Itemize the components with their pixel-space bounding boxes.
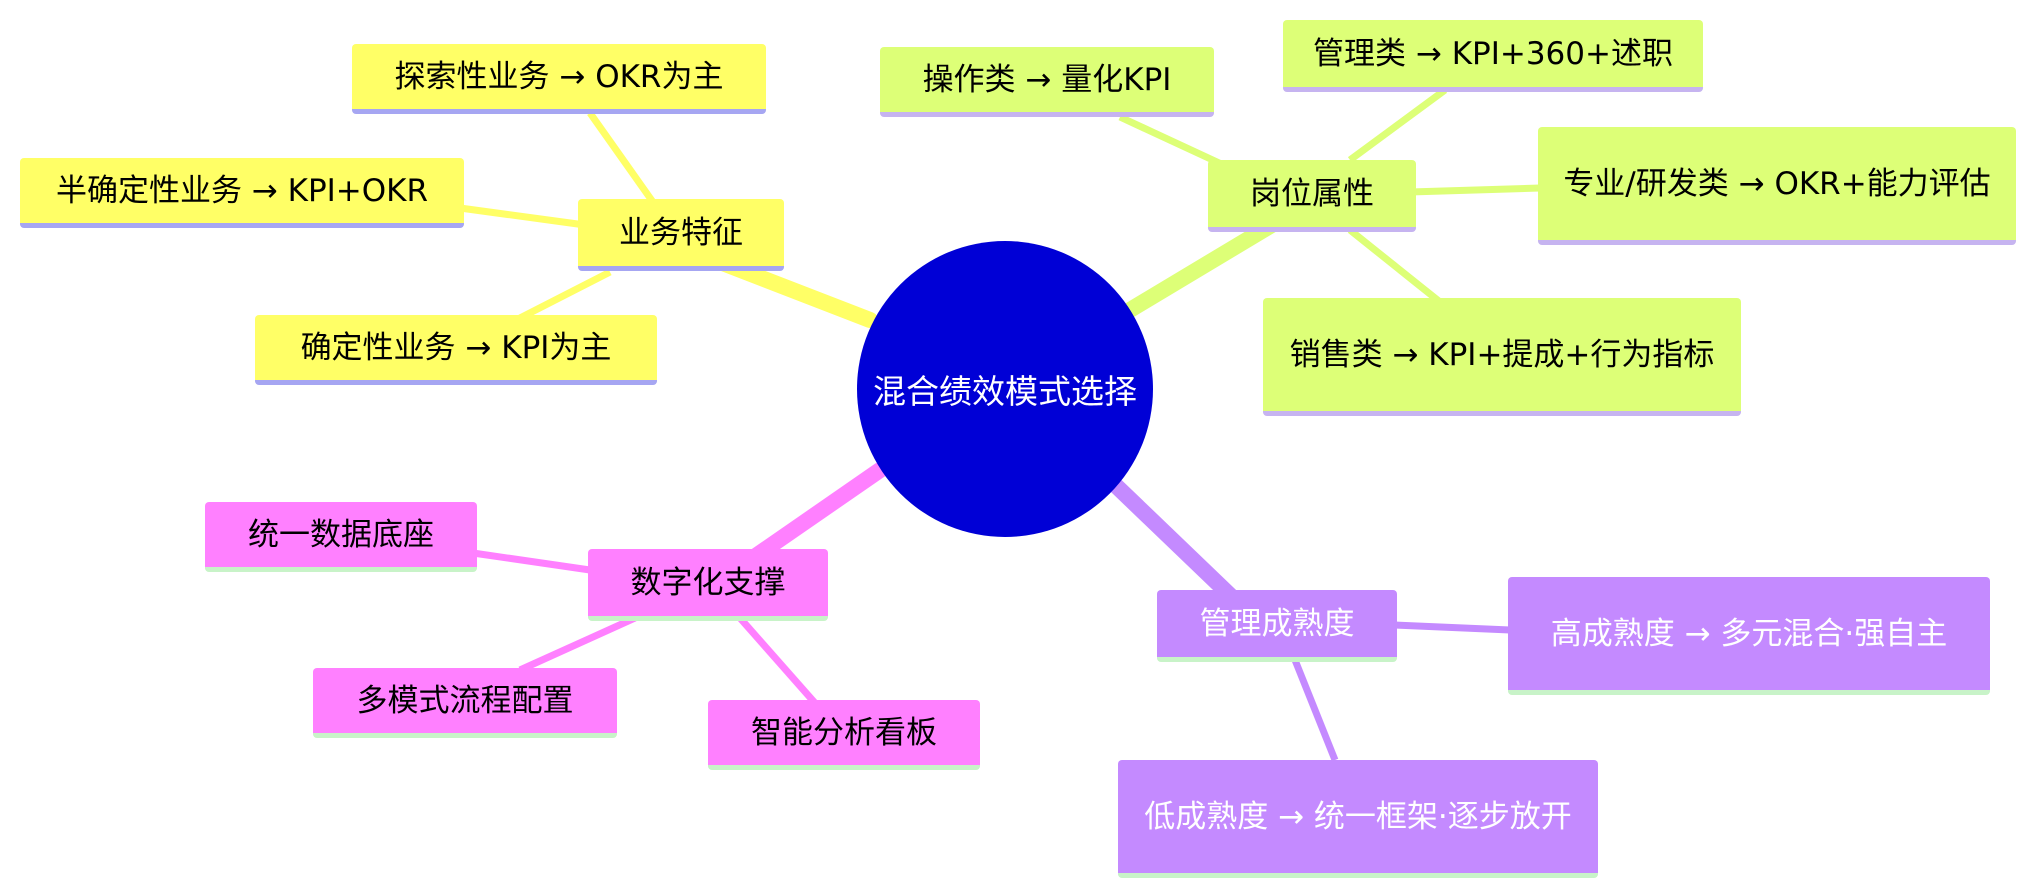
branch-position-attributes: 岗位属性 <box>1208 160 1416 232</box>
edge-center-business <box>712 254 878 328</box>
edge-center-position <box>1122 212 1288 318</box>
edge-digital-analysis <box>737 615 818 706</box>
leaf-low-maturity: 低成熟度 → 统一框架·逐步放开 <box>1118 760 1598 878</box>
branch-digital-support: 数字化支撑 <box>588 549 828 621</box>
leaf-certain-business: 确定性业务 → KPI为主 <box>255 315 657 385</box>
branch-management-maturity: 管理成熟度 <box>1157 590 1397 662</box>
leaf-high-maturity: 高成熟度 → 多元混合·强自主 <box>1508 577 1990 695</box>
edge-center-maturity <box>1102 472 1243 608</box>
central-topic: 混合绩效模式选择 <box>857 241 1153 537</box>
leaf-intelligent-dashboard: 智能分析看板 <box>708 700 980 770</box>
edge-position-management <box>1347 87 1448 163</box>
edge-position-professional <box>1409 184 1541 196</box>
edge-maturity-low <box>1291 658 1339 762</box>
edge-position-sales <box>1347 227 1443 305</box>
leaf-exploratory-business: 探索性业务 → OKR为主 <box>352 44 766 114</box>
leaf-sales-class: 销售类 → KPI+提成+行为指标 <box>1263 298 1741 416</box>
leaf-semi-certain-business: 半确定性业务 → KPI+OKR <box>20 158 464 228</box>
edge-digital-process <box>518 614 637 674</box>
edge-business-certain <box>518 268 612 322</box>
branch-business-characteristics: 业务特征 <box>578 199 784 271</box>
leaf-management-class: 管理类 → KPI+360+述职 <box>1283 20 1703 92</box>
leaf-professional-rd-class: 专业/研发类 → OKR+能力评估 <box>1538 127 2016 245</box>
leaf-unified-data-base: 统一数据底座 <box>205 502 477 572</box>
edge-digital-data <box>472 549 591 574</box>
leaf-multi-mode-process: 多模式流程配置 <box>313 668 617 738</box>
edge-business-explore <box>587 110 663 215</box>
edge-position-operation <box>1118 113 1232 172</box>
edge-business-semi <box>459 204 586 229</box>
leaf-operation-class: 操作类 → 量化KPI <box>880 47 1214 117</box>
edge-center-digital <box>742 462 888 568</box>
edge-maturity-high <box>1394 621 1511 634</box>
